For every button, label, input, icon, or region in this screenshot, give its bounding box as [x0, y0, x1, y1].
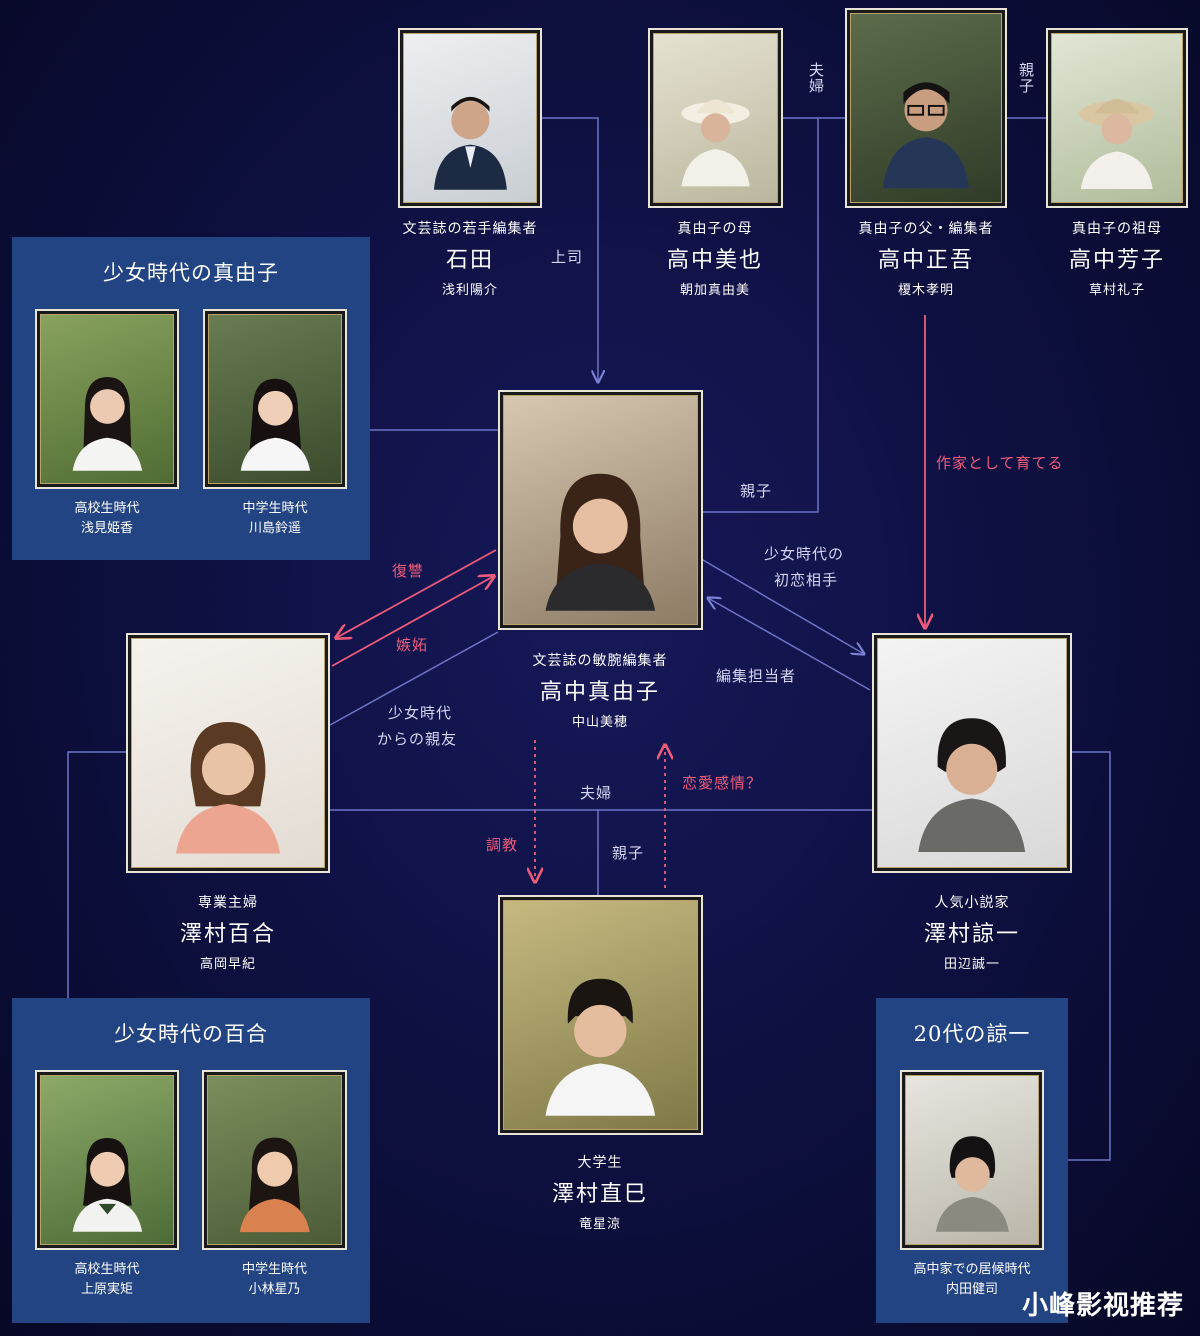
period-text: 高中家での居候時代	[913, 1262, 1031, 1277]
period-text: 中学生時代	[241, 1262, 307, 1277]
name-text: 高中美也	[666, 248, 763, 273]
role-text: 真由子の父・編集者	[858, 221, 994, 237]
actor-text: 竜星涼	[578, 1217, 621, 1232]
line-fukushu	[336, 549, 497, 638]
actor-text: 榎木孝明	[897, 283, 954, 298]
line-ryoichi-box	[1068, 751, 1111, 1161]
caption-mayuko: 文芸誌の敏腕編集者 高中真由子 中山美穂	[500, 650, 700, 730]
actor-text: 内田健司	[945, 1282, 998, 1297]
actor-text: 浅利陽介	[441, 283, 498, 298]
period-text: 高校生時代	[74, 1262, 140, 1277]
period-text: 高校生時代	[74, 501, 140, 516]
actor-text: 浅見姫香	[80, 521, 133, 536]
photo-ishida	[398, 28, 542, 208]
caption-mayuko-highschool: 高校生時代 浅見姫香	[35, 499, 179, 539]
label-shinyu-1: 少女時代	[388, 704, 453, 722]
label-shinyu-2: からの親友	[377, 730, 458, 748]
caption-naomi: 大学生 澤村直巳 竜星涼	[500, 1152, 700, 1232]
name-text: 高中真由子	[539, 680, 660, 705]
photo-yuri	[126, 633, 330, 873]
role-text: 大学生	[577, 1155, 623, 1171]
caption-yuri-highschool: 高校生時代 上原実矩	[35, 1260, 179, 1300]
caption-miya: 真由子の母 高中美也 朝加真由美	[625, 218, 805, 298]
role-text: 真由子の母	[677, 221, 753, 237]
actor-text: 小林星乃	[248, 1282, 301, 1297]
label-choukyou: 調教	[486, 836, 519, 854]
line-shinyu	[329, 631, 499, 726]
box-title: 少女時代の百合	[114, 1022, 268, 1046]
photo-ryoichi	[872, 633, 1072, 873]
box-title: 少女時代の真由子	[103, 261, 279, 285]
box-girlhood-yuri: 少女時代の百合 高校生時代 上原実矩 中学生時代 小林星乃	[12, 998, 370, 1323]
photo-yuri-middleschool	[202, 1070, 347, 1250]
photo-yuri-highschool	[35, 1070, 179, 1250]
label-sakka: 作家として育てる	[936, 454, 1064, 472]
label-oyako-top: 親子	[1017, 62, 1035, 94]
box-twenties-ryoichi: 20代の諒一 高中家での居候時代 内田健司	[876, 998, 1068, 1323]
photo-mayuko-highschool	[35, 309, 179, 489]
label-fukushu: 復讐	[392, 562, 425, 580]
line-oyako-center	[703, 118, 819, 513]
label-joushi: 上司	[551, 248, 584, 266]
role-text: 文芸誌の敏腕編集者	[532, 653, 668, 669]
label-fuufu-bottom: 夫婦	[580, 784, 613, 802]
photo-yoshiko	[1046, 28, 1188, 208]
caption-yuri-middleschool: 中学生時代 小林星乃	[202, 1260, 347, 1300]
line-joushi	[541, 117, 598, 382]
name-text: 澤村直巳	[551, 1182, 648, 1207]
label-oyako-bottom: 親子	[612, 844, 645, 862]
label-henshu: 編集担当者	[716, 667, 797, 685]
photo-shogo	[845, 8, 1007, 208]
name-text: 高中芳子	[1068, 248, 1165, 273]
label-shitto: 嫉妬	[396, 636, 429, 654]
actor-text: 高岡早紀	[199, 957, 256, 972]
caption-yoshiko: 真由子の祖母 高中芳子 草村礼子	[1027, 218, 1200, 298]
line-yuri-box	[67, 751, 126, 998]
watermark: 小峰影视推荐	[1021, 1291, 1184, 1321]
photo-naomi	[498, 895, 703, 1135]
line-hatsukoi	[702, 559, 864, 654]
label-hatsukoi-2: 初恋相手	[774, 571, 839, 589]
role-text: 専業主婦	[198, 895, 258, 911]
caption-ryoichi: 人気小説家 澤村諒一 田辺誠一	[872, 892, 1072, 972]
role-text: 人気小説家	[934, 895, 1010, 911]
label-hatsukoi-1: 少女時代の	[764, 545, 845, 563]
actor-text: 川島鈴遥	[248, 521, 301, 536]
box-girlhood-mayuko: 少女時代の真由子 高校生時代 浅見姫香 中学生時代 川島鈴遥	[12, 237, 370, 560]
photo-mayuko	[498, 390, 703, 630]
line-henshu	[708, 598, 871, 691]
photo-miya	[648, 28, 783, 208]
name-text: 高中正吾	[877, 248, 974, 273]
caption-yuri: 専業主婦 澤村百合 高岡早紀	[128, 892, 328, 972]
box-title: 20代の諒一	[913, 1022, 1031, 1046]
role-text: 文芸誌の若手編集者	[402, 221, 538, 237]
label-oyako-center: 親子	[740, 482, 773, 500]
role-text: 真由子の祖母	[1072, 221, 1162, 237]
actor-text: 中山美穂	[571, 715, 628, 730]
caption-mayuko-middleschool: 中学生時代 川島鈴遥	[203, 499, 347, 539]
actor-text: 田辺誠一	[943, 957, 1000, 972]
name-text: 澤村百合	[179, 922, 276, 947]
caption-shogo: 真由子の父・編集者 高中正吾 榎木孝明	[836, 218, 1016, 298]
label-renai: 恋愛感情？	[682, 774, 763, 792]
label-fuufu-top: 夫婦	[807, 62, 825, 94]
caption-ishida: 文芸誌の若手編集者 石田 浅利陽介	[380, 218, 560, 298]
line-shitto	[331, 576, 494, 667]
actor-text: 上原実矩	[80, 1282, 133, 1297]
name-text: 石田	[445, 248, 494, 273]
actor-text: 朝加真由美	[679, 283, 750, 298]
period-text: 中学生時代	[242, 501, 308, 516]
caption-ryoichi-twenties: 高中家での居候時代 内田健司	[876, 1260, 1068, 1300]
name-text: 澤村諒一	[923, 922, 1020, 947]
photo-mayuko-middleschool	[203, 309, 347, 489]
photo-ryoichi-twenties	[900, 1070, 1044, 1250]
actor-text: 草村礼子	[1088, 283, 1145, 298]
